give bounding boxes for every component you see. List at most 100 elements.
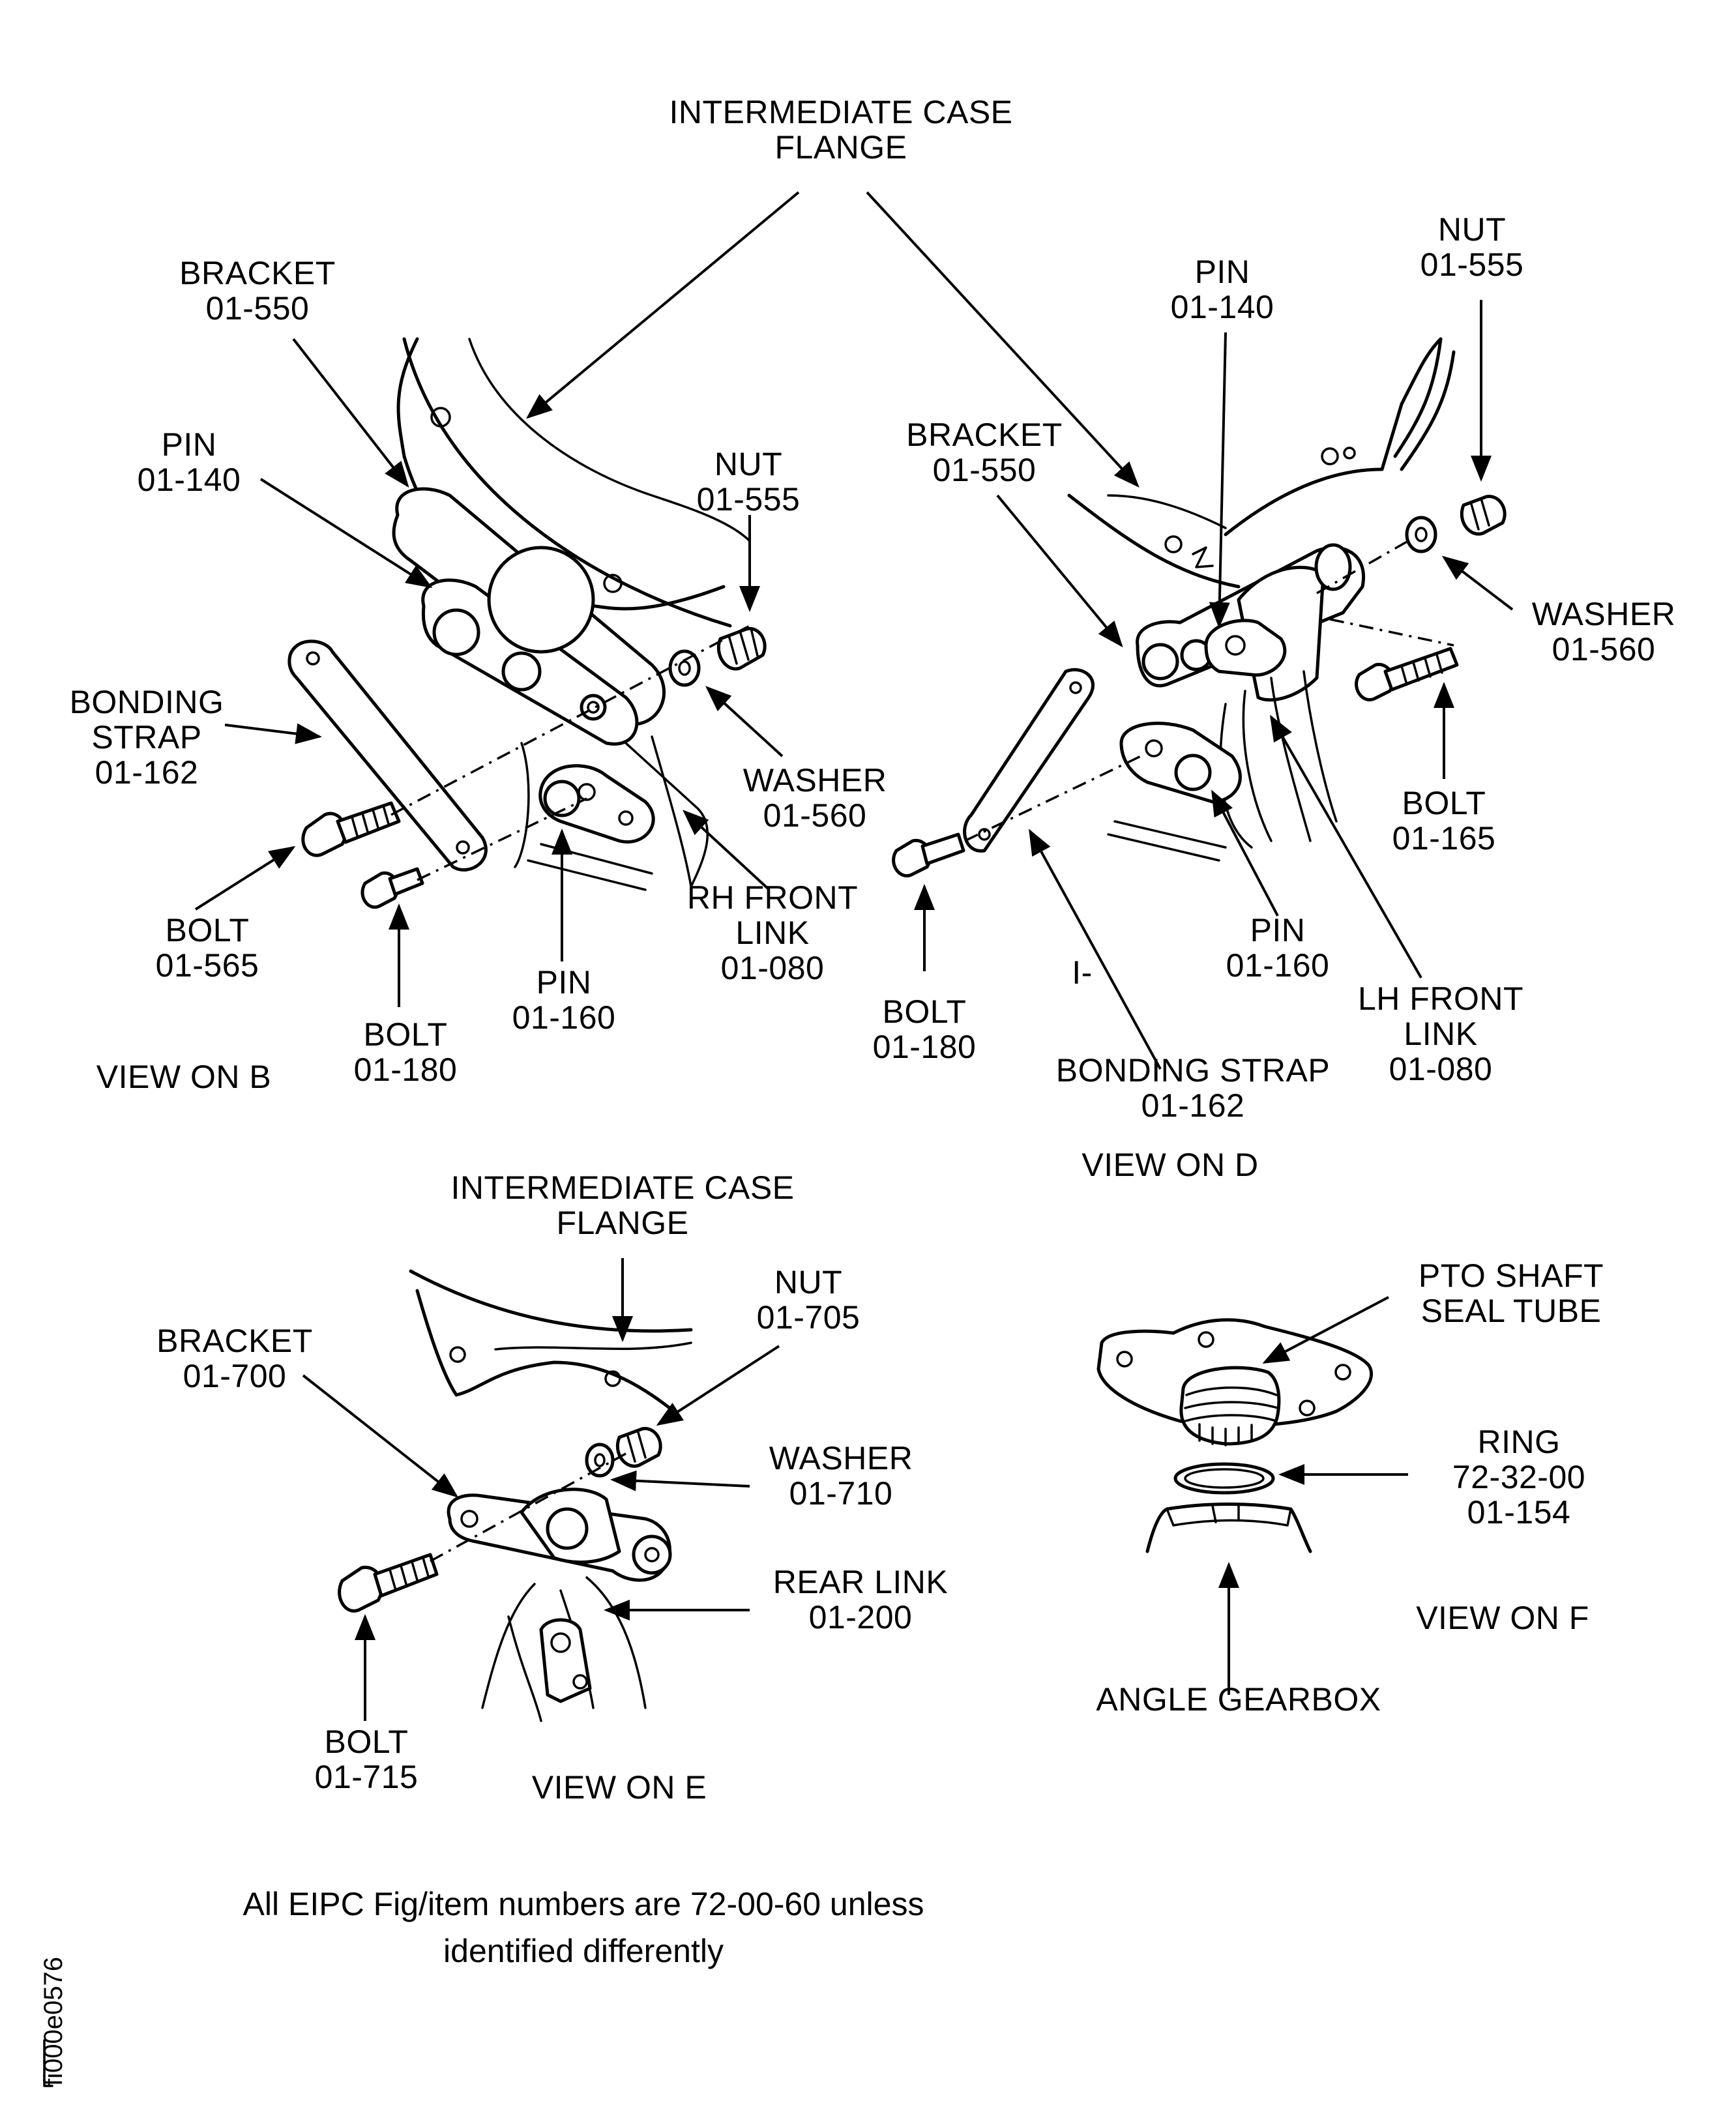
- label-line: ANGLE GEARBOX: [1096, 1681, 1381, 1718]
- view-e-pin: [546, 1507, 589, 1550]
- label-line: BONDING STRAP: [1055, 1052, 1331, 1089]
- label-line: PTO SHAFT: [1418, 1257, 1604, 1294]
- view-e-washer-bore: [594, 1453, 606, 1467]
- label-line: 01-140: [1170, 289, 1274, 325]
- view-b-washer-bore: [678, 660, 691, 676]
- label-line: FLANGE: [556, 1205, 689, 1241]
- label-line: 72-32-00: [1452, 1459, 1586, 1495]
- view-d-title: VIEW ON D: [1081, 1147, 1258, 1182]
- view-b-link-hole: [578, 783, 596, 801]
- view-d-right-axis: [1329, 618, 1454, 647]
- view-d-flange-outline: [1067, 493, 1241, 589]
- view-b-bracket-bore: [580, 694, 607, 721]
- view-f-seal-tube: [1179, 1366, 1281, 1446]
- label-line: PIN: [1194, 254, 1250, 290]
- view-d-strap-hole: [978, 828, 991, 841]
- view-d-washer: [1405, 516, 1437, 553]
- footnote-line: All EIPC Fig/item numbers are 72-00-60 u…: [243, 1886, 924, 1922]
- view-b-artwork: [194, 191, 800, 1007]
- view-e-rear-link: [481, 1576, 647, 1722]
- view-d-pin-hole: [1225, 635, 1246, 656]
- label-line: 01-565: [155, 947, 259, 984]
- view-b-bracket-bore-inner: [587, 701, 600, 714]
- view-e-link-bore: [550, 1632, 571, 1653]
- view-f-ring-inner: [1184, 1468, 1265, 1489]
- label-line: VIEW ON D: [1081, 1147, 1259, 1183]
- label-line: 01-555: [1420, 246, 1524, 283]
- view-d-strap-leader: [1029, 829, 1162, 1070]
- view-d-strap-axis: [964, 755, 1141, 842]
- view-d-bolt-right: [1355, 647, 1459, 701]
- label-line: 01-200: [808, 1599, 913, 1636]
- view-d-flange-hole: [1343, 447, 1356, 460]
- view-d-flange-leader: [866, 191, 1140, 488]
- view-d-strap-hole: [1069, 681, 1082, 694]
- label-line: INTERMEDIATE CASE: [450, 1169, 795, 1206]
- view-b-link-base: [527, 843, 653, 891]
- view-b-pin-head: [501, 651, 542, 692]
- view-d-flange-edge: [1393, 337, 1456, 471]
- view-e-flange-lower: [415, 1289, 680, 1416]
- label-line: BOLT: [1402, 785, 1486, 821]
- label-line: VIEW ON B: [96, 1059, 272, 1095]
- view-b-flange-outline: [402, 337, 732, 628]
- label-line: PIN: [536, 964, 592, 1001]
- view-d-bracket-lug: [1314, 543, 1352, 591]
- view-f-flange-hole: [1334, 1364, 1351, 1381]
- label-line: REAR LINK: [772, 1564, 949, 1600]
- view-d-link-hole: [1145, 739, 1163, 757]
- view-e-link-block: [539, 1618, 592, 1703]
- view-d-flange-hole: [1321, 447, 1339, 465]
- label-line: WASHER: [769, 1440, 913, 1476]
- view-e-title: VIEW ON E: [532, 1770, 707, 1805]
- view-b-strap-hole: [306, 651, 320, 666]
- view-f-gearbox-label: ANGLE GEARBOX: [1096, 1682, 1381, 1717]
- view-d-link-leader: [1270, 714, 1422, 978]
- view-d-flange-hole: [1164, 535, 1183, 553]
- view-e-bracket-leader: [302, 1374, 459, 1498]
- label-line: NUT: [1437, 211, 1507, 248]
- label-line: 01-162: [95, 754, 199, 791]
- label-line: 01-560: [1552, 631, 1656, 667]
- label-line: BOLT: [882, 993, 967, 1030]
- view-d-link: [1219, 670, 1338, 849]
- view-d-pin-bottom: [1174, 754, 1212, 791]
- label-line: LINK: [735, 915, 810, 951]
- view-f-tube-leader: [1262, 1296, 1389, 1364]
- view-f-seal-tube-rings: [1184, 1386, 1279, 1422]
- label-line: LINK: [1404, 1016, 1478, 1052]
- view-e-flange-hole: [604, 1370, 621, 1387]
- view-f-flange-hole: [1299, 1400, 1316, 1416]
- label-line: 01-700: [183, 1358, 287, 1394]
- view-b-flange-hole: [430, 407, 451, 428]
- view-d-flange-curve: [1224, 337, 1443, 536]
- view-b-flange-inner: [468, 338, 751, 542]
- view-b-flange-leader: [525, 191, 800, 419]
- view-b-washer: [668, 649, 701, 687]
- view-e-nut: [615, 1427, 662, 1468]
- view-e-bracket-lug: [632, 1534, 672, 1575]
- view-e-nut-leader: [656, 1345, 780, 1426]
- view-b-bracket-leader: [292, 338, 409, 488]
- view-b-strap-hole: [456, 840, 470, 855]
- view-b-pin-top: [432, 608, 480, 656]
- view-b-flange-edge: [396, 337, 419, 458]
- view-e-flange-inner: [494, 1342, 692, 1351]
- view-d-link-base: [1107, 820, 1227, 862]
- label-line: 01-180: [872, 1029, 977, 1065]
